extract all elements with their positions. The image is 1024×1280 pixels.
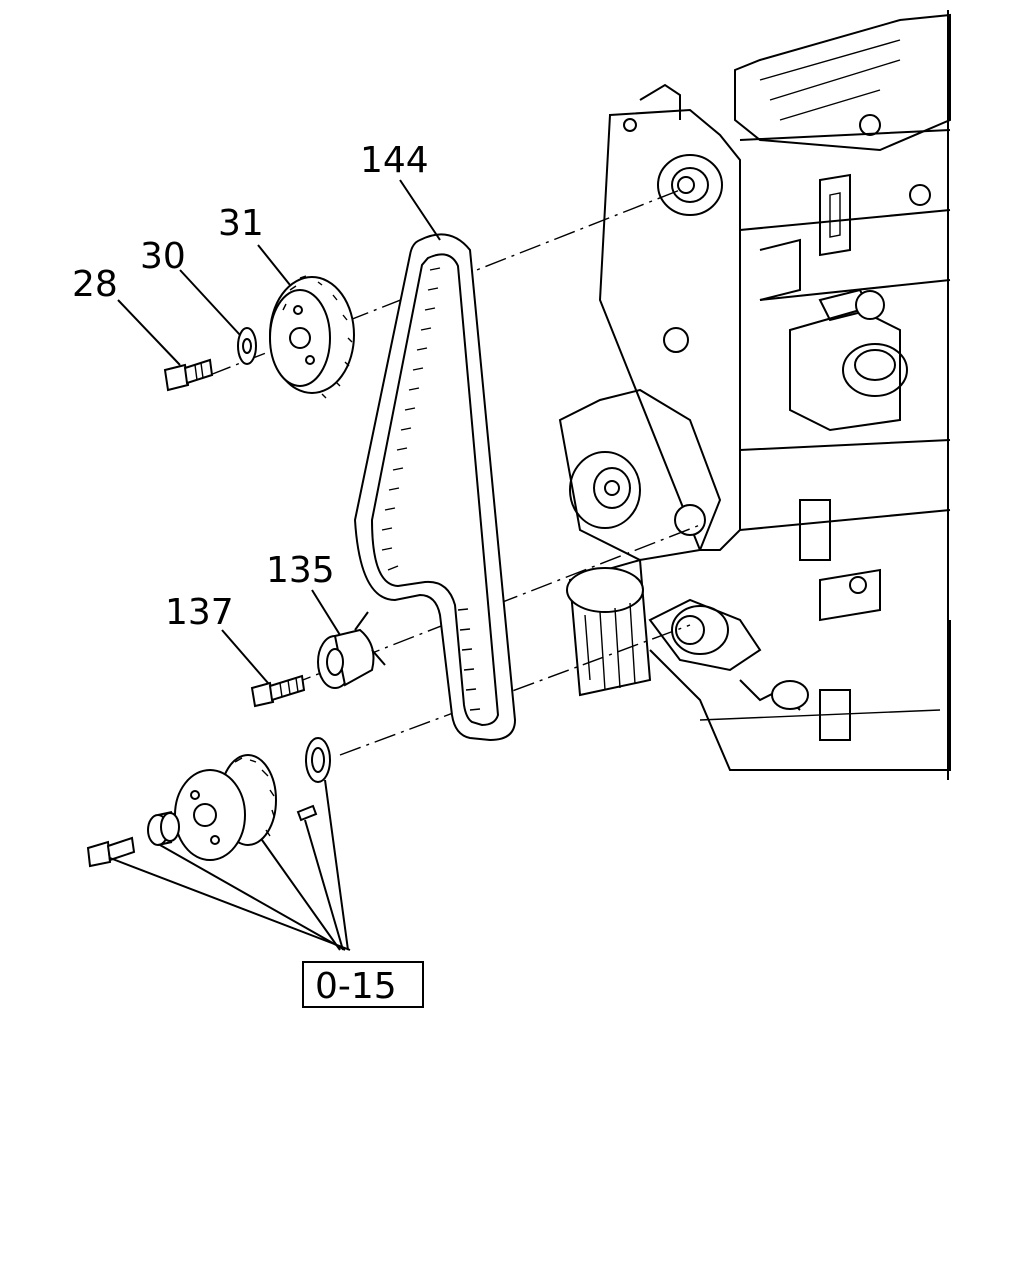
cam-sprocket	[269, 275, 355, 399]
engine-block	[558, 10, 951, 780]
callout-144: 144	[360, 140, 429, 181]
washer	[237, 327, 257, 365]
callout-135: 135	[266, 550, 335, 591]
callout-31: 31	[218, 203, 264, 244]
callout-30: 30	[140, 236, 186, 277]
reference-box: 0-15	[302, 961, 424, 1008]
timing-belt	[353, 233, 517, 742]
cam-bolt	[163, 358, 214, 392]
tensioner	[317, 611, 386, 689]
callout-28: 28	[72, 264, 118, 305]
reference-box-label: 0-15	[315, 966, 397, 1007]
callout-labels: 144 31 30 28 135 137	[72, 140, 429, 633]
crank-sprocket-group	[86, 737, 331, 868]
leader-lines	[109, 179, 441, 951]
callout-137: 137	[165, 592, 234, 633]
tensioner-bolt	[250, 674, 306, 708]
